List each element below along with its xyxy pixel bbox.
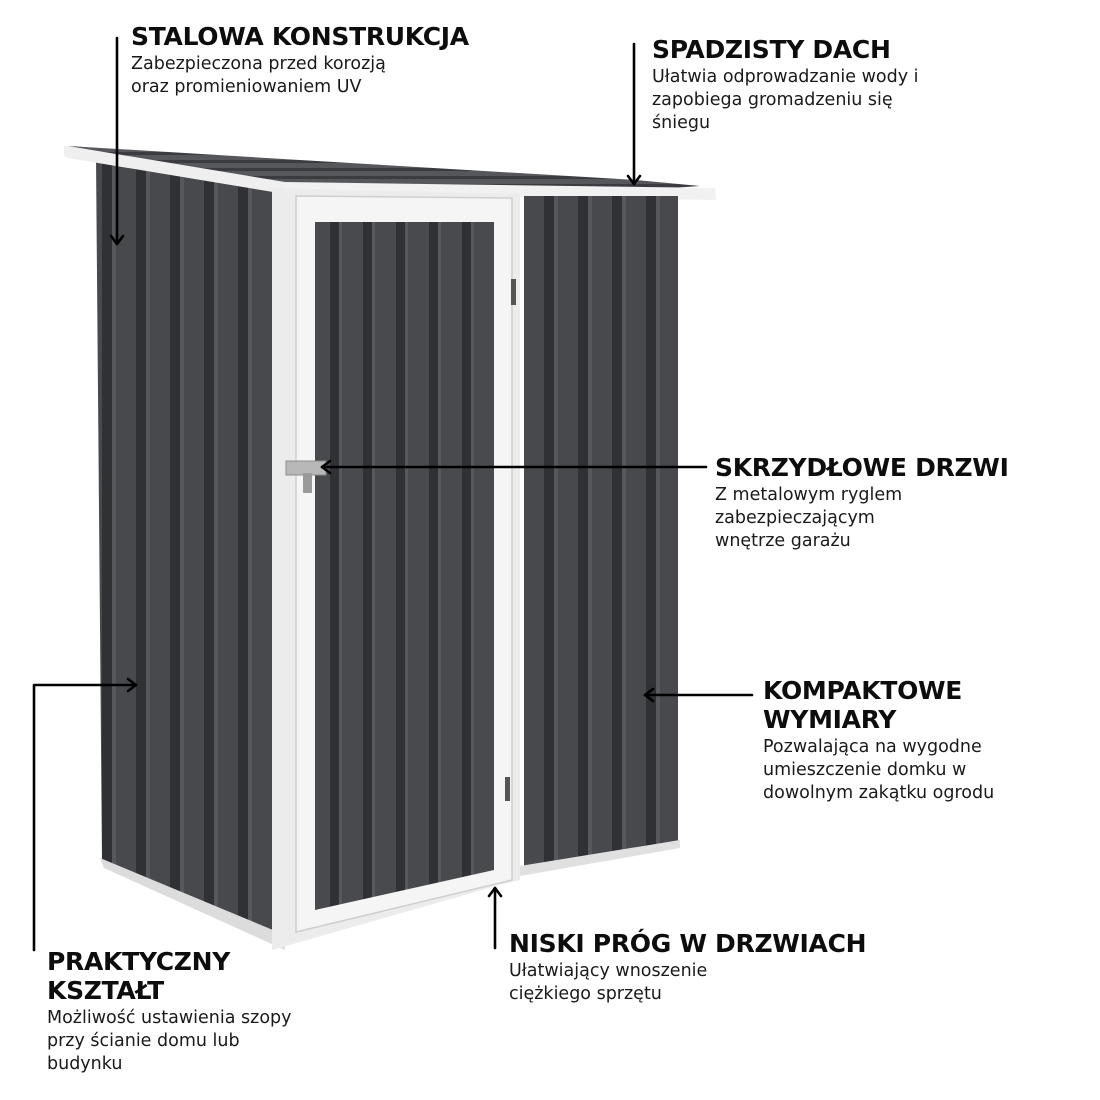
roof-edge-left xyxy=(64,146,285,194)
callout-title: STALOWA KONSTRUKCJA xyxy=(131,22,469,51)
arrows xyxy=(32,36,754,952)
left-base xyxy=(100,858,285,950)
callout-title: KOMPAKTOWE WYMIARY xyxy=(763,676,963,734)
callout-description: Pozwalająca na wygodne umieszczenie domk… xyxy=(763,737,995,803)
hinge-bottom xyxy=(505,777,510,801)
callout-sloped-roof: SPADZISTY DACH Ułatwia odprowadzanie wod… xyxy=(652,35,919,135)
callout-low-threshold: NISKI PRÓG W DRZWIACH Ułatwiający wnosze… xyxy=(509,929,867,1006)
door-latch xyxy=(285,460,327,476)
door-latch-handle xyxy=(303,473,312,493)
roof xyxy=(68,146,700,196)
door-panel xyxy=(315,222,494,910)
callout-title: SKRZYDŁOWE DRZWI xyxy=(715,453,1009,482)
callout-description: Zabezpieczona przed korozją oraz promien… xyxy=(131,54,386,97)
callout-title: PRAKTYCZNY KSZTAŁT xyxy=(47,947,231,1005)
right-wall xyxy=(524,196,678,868)
callout-description: Ułatwia odprowadzanie wody i zapobiega g… xyxy=(652,67,919,133)
callout-hinged-door: SKRZYDŁOWE DRZWI Z metalowym ryglem zabe… xyxy=(715,453,1009,553)
callout-steel-construction: STALOWA KONSTRUKCJA Zabezpieczona przed … xyxy=(131,22,469,99)
callout-description: Ułatwiający wnoszenie ciężkiego sprzętu xyxy=(509,961,708,1004)
callout-practical-shape: PRAKTYCZNY KSZTAŁT Możliwość ustawienia … xyxy=(47,947,292,1076)
callout-description: Możliwość ustawienia szopy przy ścianie … xyxy=(47,1008,292,1074)
left-wall xyxy=(96,158,285,938)
hinge-top xyxy=(511,279,516,305)
callout-title: NISKI PRÓG W DRZWIACH xyxy=(509,929,867,958)
callout-description: Z metalowym ryglem zabezpieczającym wnęt… xyxy=(715,485,903,551)
callout-title: SPADZISTY DACH xyxy=(652,35,891,64)
callout-compact-dimensions: KOMPAKTOWE WYMIARY Pozwalająca na wygodn… xyxy=(763,676,994,805)
right-base xyxy=(520,840,680,876)
